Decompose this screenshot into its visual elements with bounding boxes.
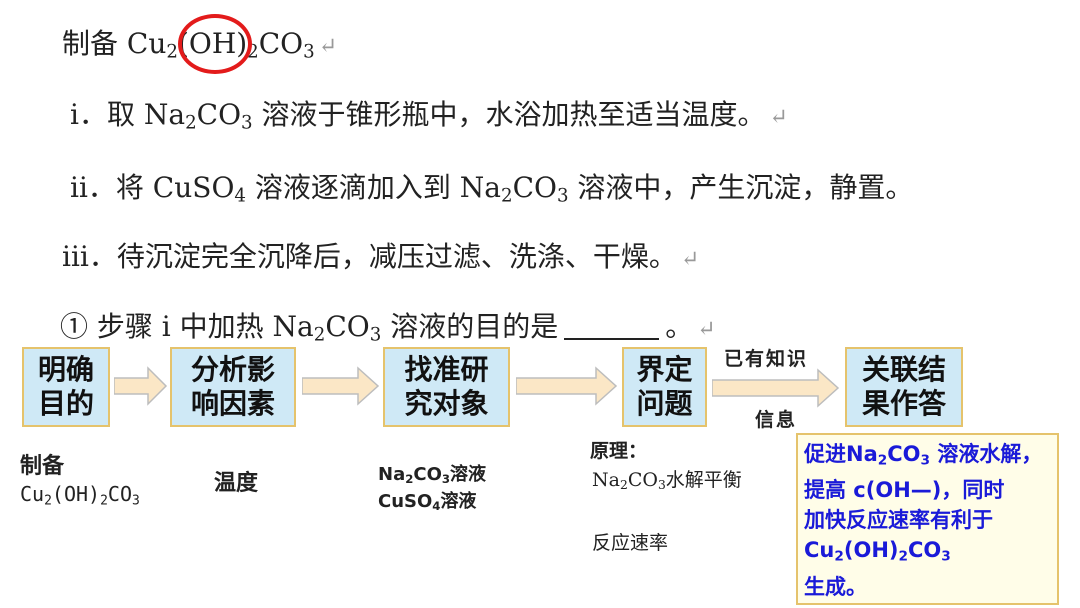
return-mark: ↵ (318, 34, 338, 59)
flow-arrow-icon (114, 366, 168, 406)
note-factor: 温度 (214, 471, 259, 496)
step-text: ⅱ．将 CuSO (70, 171, 235, 204)
answer-line-1: 促进Na2CO3 溶液水解， (804, 439, 1051, 475)
flow-box-line: 响因素 (190, 387, 275, 420)
flow-box-line: 目的 (37, 387, 94, 420)
flow-box-line: 问题 (636, 387, 693, 420)
note-principle-2: 反应速率 (592, 532, 669, 554)
step-3-line: ⅲ．待沉淀完全沉降后，减压过滤、洗涤、干燥。↵ (62, 235, 699, 275)
return-mark: ↵ (680, 247, 700, 272)
flow-arrow-icon (516, 366, 618, 406)
subscript: 3 (920, 452, 931, 469)
step-text: ⅲ．待沉淀完全沉降后，减压过滤、洗涤、干燥。 (62, 240, 677, 273)
question-text: ① 步骤 ⅰ 中加热 Na (60, 310, 314, 343)
step-text: 溶液中，产生沉淀，静置。 (568, 171, 914, 204)
return-mark: ↵ (697, 317, 716, 342)
question-text: 溶液的目的是 (381, 310, 559, 343)
subscript: 3 (303, 41, 315, 63)
answer-text: 促进Na (804, 442, 878, 466)
arrow-label-info: 信息 (755, 409, 798, 431)
answer-text: 溶液水解， (930, 442, 1043, 466)
subscript: 2 (44, 493, 52, 509)
step-text: 溶液于锥形瓶中，水浴加热至适当温度。 (252, 98, 766, 131)
flow-box-line: 果作答 (861, 387, 946, 420)
red-circle-highlight (178, 14, 252, 74)
formula-text: (OH) (51, 482, 101, 506)
subscript: 3 (369, 324, 382, 346)
flow-box-line: 分析影 (190, 353, 275, 386)
note-purpose-formula: Cu2(OH)2CO3 (20, 482, 140, 508)
flow-arrow-icon (712, 368, 840, 408)
step-text: ⅰ．取 Na (70, 98, 186, 131)
answer-blank (564, 312, 660, 340)
subscript: 3 (441, 471, 451, 486)
title-text-end: CO (258, 27, 304, 60)
answer-text: Cu (804, 538, 835, 563)
note-principle-title: 原理： (590, 440, 648, 462)
subscript: 4 (234, 185, 246, 207)
flow-box-purpose: 明确目的 (22, 347, 110, 427)
answer-text: CO (887, 442, 921, 466)
return-mark: ↵ (769, 105, 788, 130)
formula-text: 水解平衡 (665, 469, 742, 491)
formula-text: 溶液 (440, 491, 477, 512)
subscript: 2 (834, 548, 844, 565)
note-principle-1: Na2CO3水解平衡 (592, 465, 742, 492)
step-text: CO (512, 171, 557, 204)
subscript: 2 (405, 471, 414, 486)
formula-text: Cu (20, 482, 45, 506)
subscript: 2 (185, 112, 197, 134)
arrow-label-known: 已有知识 (724, 348, 809, 370)
step-text: 溶液逐滴加入到 Na (245, 171, 501, 204)
formula-text: CO (107, 482, 133, 506)
flow-box-line: 关联结 (861, 353, 946, 386)
note-object-1: Na2CO3溶液 (378, 460, 486, 486)
answer-line-2: 提高 c(OH—)，同时 (804, 478, 1005, 503)
flow-box-define-problem: 界定问题 (622, 347, 707, 427)
subscript: 2 (619, 478, 628, 493)
flow-box-factors: 分析影响因素 (170, 347, 296, 427)
flow-box-line: 明确 (37, 353, 94, 386)
flow-box-answer: 关联结果作答 (845, 347, 963, 427)
answer-line-4: Cu2(OH)2CO3 (804, 535, 1051, 571)
question-text: CO (325, 310, 370, 343)
flow-box-line: 究对象 (404, 387, 489, 420)
subscript: 3 (941, 548, 951, 565)
subscript: 2 (247, 41, 259, 63)
note-purpose-title: 制备 (20, 454, 65, 479)
answer-box: 促进Na2CO3 溶液水解， 提高 c(OH—)，同时 加快反应速率有利于 Cu… (796, 433, 1059, 605)
flow-arrow-icon (302, 366, 380, 406)
subscript: 2 (877, 452, 888, 469)
subscript: 3 (132, 493, 140, 509)
flow-box-line: 界定 (636, 353, 693, 386)
formula-text: CuSO (378, 491, 433, 512)
subscript: 2 (898, 548, 909, 565)
subscript: 2 (166, 41, 178, 63)
title-text-prefix: 制备 Cu (62, 27, 167, 60)
formula-text: CO (627, 469, 658, 491)
step-text: CO (196, 98, 242, 131)
flow-box-object: 找准研究对象 (383, 347, 510, 427)
subscript: 3 (556, 185, 569, 207)
question-text: 。 (665, 310, 694, 343)
subscript: 3 (657, 478, 666, 493)
flow-box-line: 找准研 (404, 353, 489, 386)
subscript: 2 (500, 185, 513, 207)
answer-line-3: 加快反应速率有利于 (804, 508, 993, 533)
subscript: 2 (100, 493, 108, 509)
answer-text: CO (908, 538, 942, 563)
step-2-line: ⅱ．将 CuSO4 溶液逐滴加入到 Na2CO3 溶液中，产生沉淀，静置。 (70, 166, 913, 207)
formula-text: 溶液 (450, 464, 487, 485)
subscript: 4 (432, 498, 441, 513)
formula-text: Na (592, 469, 620, 491)
formula-text: Na (378, 464, 406, 485)
note-object-2: CuSO4溶液 (378, 487, 476, 513)
subscript: 2 (313, 324, 326, 346)
formula-text: CO (413, 464, 442, 485)
answer-text: (OH) (843, 538, 899, 563)
step-1-line: ⅰ．取 Na2CO3 溶液于锥形瓶中，水浴加热至适当温度。↵ (70, 93, 788, 134)
answer-line-5: 生成。 (804, 574, 867, 599)
subscript: 3 (241, 112, 253, 134)
question-line: ① 步骤 ⅰ 中加热 Na2CO3 溶液的目的是 。↵ (60, 305, 716, 346)
